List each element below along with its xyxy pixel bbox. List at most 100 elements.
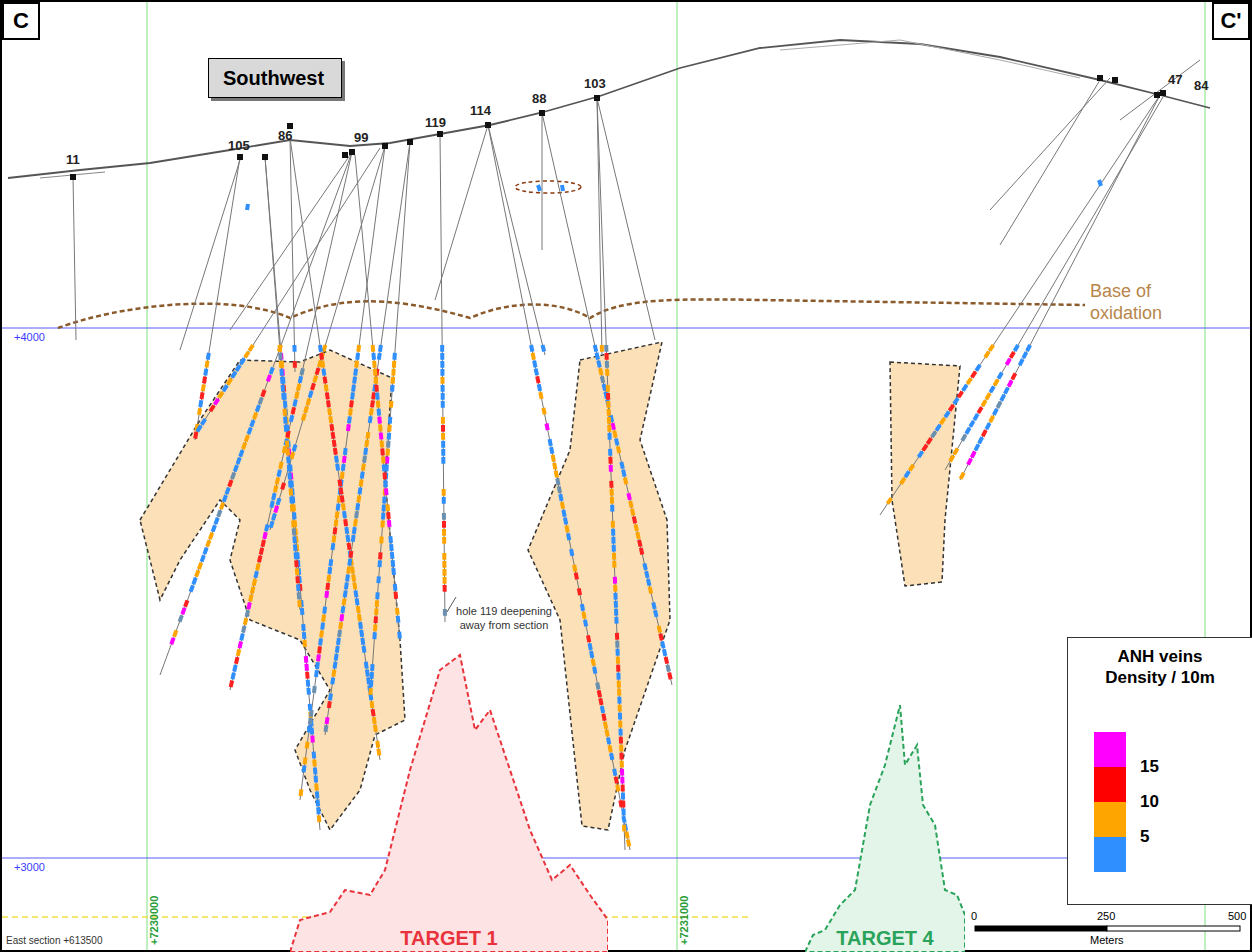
vein-density-interval — [232, 673, 234, 680]
vein-density-interval — [394, 592, 399, 599]
vein-density-interval — [338, 488, 343, 495]
target-outline — [290, 655, 608, 952]
vein-density-interval — [299, 600, 304, 607]
vein-density-interval — [342, 456, 347, 463]
vein-density-interval — [204, 548, 206, 554]
vein-density-interval — [287, 465, 292, 472]
vein-density-interval — [534, 361, 535, 368]
vein-density-interval — [235, 465, 237, 471]
vein-density-interval — [614, 601, 618, 608]
vein-density-interval — [974, 414, 977, 420]
vein-density-interval — [666, 657, 668, 664]
vein-density-interval — [232, 473, 234, 479]
vein-density-interval — [614, 769, 615, 776]
legend-value: 10 — [1140, 791, 1159, 813]
vein-density-interval — [377, 409, 382, 416]
vein-density-interval — [606, 385, 610, 392]
vein-density-interval — [612, 423, 614, 430]
vein-density-interval — [381, 457, 386, 464]
vein-density-interval — [441, 441, 445, 448]
vein-density-interval — [443, 577, 447, 584]
vein-density-interval — [305, 672, 310, 679]
vein-density-interval — [617, 689, 621, 696]
vein-density-interval — [370, 672, 374, 679]
vein-density-interval — [442, 537, 446, 544]
vein-density-interval — [351, 535, 356, 542]
vein-density-interval — [610, 745, 611, 752]
vein-density-interval — [597, 353, 599, 360]
vein-density-interval — [275, 506, 277, 513]
vein-density-interval — [331, 670, 336, 677]
vein-density-interval — [237, 458, 239, 464]
drill-hole — [160, 152, 352, 675]
vein-density-interval — [381, 513, 385, 520]
vein-density-interval — [536, 369, 537, 376]
drill-holes — [70, 60, 1200, 850]
vein-density-interval — [616, 657, 620, 664]
legend-entry: 10 — [1094, 767, 1244, 802]
vein-density-interval — [303, 414, 305, 421]
vein-density-interval — [329, 424, 334, 431]
vein-density-interval — [612, 561, 616, 568]
vein-density-interval — [294, 445, 296, 452]
vein-density-interval — [600, 368, 602, 375]
alteration-zone — [890, 362, 960, 586]
box-label: C — [13, 8, 29, 34]
vein-density-interval — [982, 400, 985, 406]
vein-density-interval — [618, 705, 622, 712]
vein-density-interval — [927, 438, 931, 444]
vein-density-interval — [298, 584, 303, 591]
vein-density-interval — [441, 425, 445, 432]
vein-density-interval — [954, 449, 957, 455]
vein-density-interval — [245, 618, 247, 625]
drill-hole — [488, 125, 630, 850]
vein-density-interval — [618, 729, 622, 736]
vein-density-interval — [278, 470, 280, 477]
vein-density-interval — [611, 521, 615, 528]
vein-density-interval — [372, 717, 377, 724]
vein-density-interval — [210, 406, 214, 412]
section-end-box: C' — [1212, 2, 1250, 40]
vein-density-interval — [317, 815, 322, 822]
vein-density-interval — [278, 345, 283, 352]
vein-density-interval — [371, 353, 376, 360]
grid-line — [677, 2, 678, 950]
collar-marker — [485, 122, 491, 128]
vein-density-interval — [318, 639, 323, 646]
vein-density-interval — [202, 392, 203, 399]
vein-density-interval — [387, 433, 391, 440]
vein-density-interval — [228, 379, 232, 385]
vein-density-interval — [375, 369, 380, 376]
vein-density-interval — [357, 614, 362, 621]
vein-density-interval — [620, 769, 624, 776]
vein-density-interval — [386, 441, 390, 448]
vein-density-interval — [302, 765, 307, 772]
drill-hole — [265, 157, 300, 610]
vein-density-interval — [364, 662, 369, 669]
vein-density-interval — [374, 377, 379, 384]
vein-density-interval — [294, 560, 299, 567]
vein-density-interval — [271, 368, 273, 374]
vein-density-interval — [365, 432, 370, 439]
drill-hole — [990, 78, 1110, 210]
vein-density-interval — [308, 718, 313, 725]
vein-density-interval — [378, 552, 382, 559]
vein-density-interval — [610, 489, 614, 496]
vein-density-interval — [579, 588, 580, 595]
vein-density-interval — [998, 373, 1001, 379]
legend-swatch — [1094, 802, 1126, 837]
vein-density-interval — [553, 455, 554, 462]
vein-density-interval — [252, 587, 254, 594]
drill-hole — [195, 148, 380, 435]
vein-density-interval — [295, 544, 300, 551]
vein-density-interval — [316, 807, 321, 814]
vein-density-interval — [936, 425, 940, 431]
vein-density-interval — [990, 416, 993, 422]
vein-density-interval — [286, 449, 291, 456]
vein-density-interval — [388, 417, 392, 424]
vein-density-interval — [1005, 388, 1008, 394]
vein-density-interval — [990, 345, 994, 351]
vein-density-interval — [290, 505, 295, 512]
vein-density-interval — [325, 393, 330, 400]
vein-density-interval — [243, 626, 245, 633]
